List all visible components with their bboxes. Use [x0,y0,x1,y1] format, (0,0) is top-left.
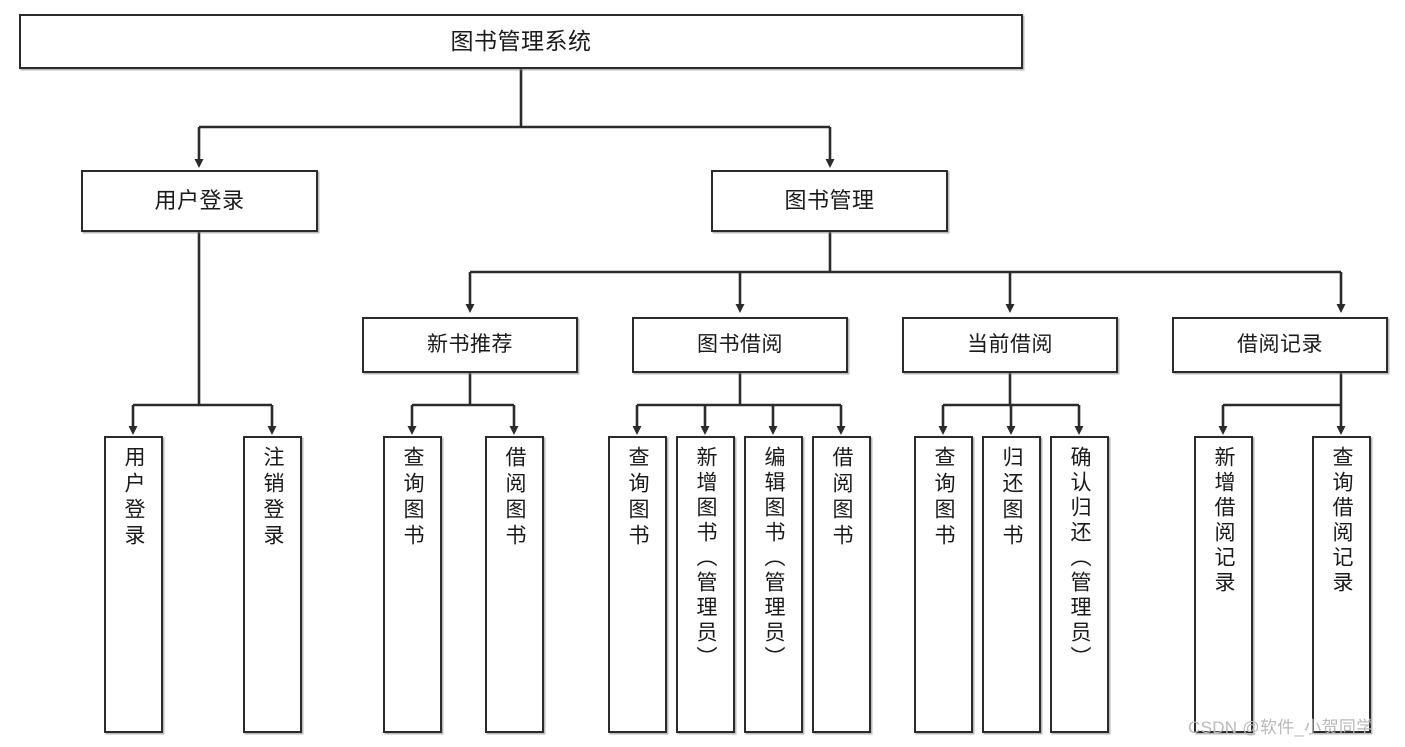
leaf-borrow-record-query-record[interactable]: 查询借阅记录 [1312,436,1371,733]
csdn-watermark: CSDN @软件_小贺同学 [1188,718,1374,737]
node-book-management[interactable]: 图书管理 [711,170,948,232]
node-book-borrow[interactable]: 图书借阅 [632,317,848,373]
node-label: 查询图书 [932,446,955,550]
node-label: 借阅记录 [1237,332,1323,356]
node-label: 图书管理系统 [450,27,592,54]
leaf-book-borrow-edit-book-admin[interactable]: 编辑图书（管理员） [744,436,803,733]
leaf-user-login-login[interactable]: 用户登录 [104,436,163,733]
node-label: 查询图书 [626,446,649,550]
node-new-book-recommend[interactable]: 新书推荐 [362,317,578,373]
node-current-borrow[interactable]: 当前借阅 [902,317,1118,373]
node-label: 新增图书（管理员） [694,446,717,671]
node-label: 注销登录 [261,446,284,550]
leaf-new-book-query-book[interactable]: 查询图书 [383,436,442,733]
leaf-new-book-borrow-book[interactable]: 借阅图书 [485,436,544,733]
node-root-book-management-system[interactable]: 图书管理系统 [19,14,1023,69]
node-label: 确认归还（管理员） [1068,446,1091,671]
leaf-book-borrow-add-book-admin[interactable]: 新增图书（管理员） [676,436,735,733]
node-label: 图书借阅 [697,332,783,356]
leaf-book-borrow-query-book[interactable]: 查询图书 [608,436,667,733]
leaf-book-borrow-borrow-book[interactable]: 借阅图书 [812,436,871,733]
leaf-current-borrow-confirm-return-admin[interactable]: 确认归还（管理员） [1050,436,1109,733]
leaf-user-login-logout[interactable]: 注销登录 [243,436,302,733]
node-label: 用户登录 [122,446,145,550]
node-label: 借阅图书 [503,446,526,550]
node-label: 新增借阅记录 [1212,446,1235,596]
node-user-login[interactable]: 用户登录 [81,170,318,232]
node-label: 用户登录 [154,188,245,214]
node-label: 归还图书 [1000,446,1023,550]
leaf-borrow-record-add-record[interactable]: 新增借阅记录 [1194,436,1253,733]
leaf-current-borrow-return-book[interactable]: 归还图书 [982,436,1041,733]
node-label: 借阅图书 [830,446,853,550]
leaf-current-borrow-query-book[interactable]: 查询图书 [914,436,973,733]
node-label: 查询图书 [401,446,424,550]
node-label: 编辑图书（管理员） [762,446,785,671]
node-borrow-record[interactable]: 借阅记录 [1172,317,1388,373]
node-label: 查询借阅记录 [1330,446,1353,596]
node-label: 当前借阅 [967,332,1053,356]
node-label: 新书推荐 [427,332,513,356]
node-label: 图书管理 [784,188,875,214]
